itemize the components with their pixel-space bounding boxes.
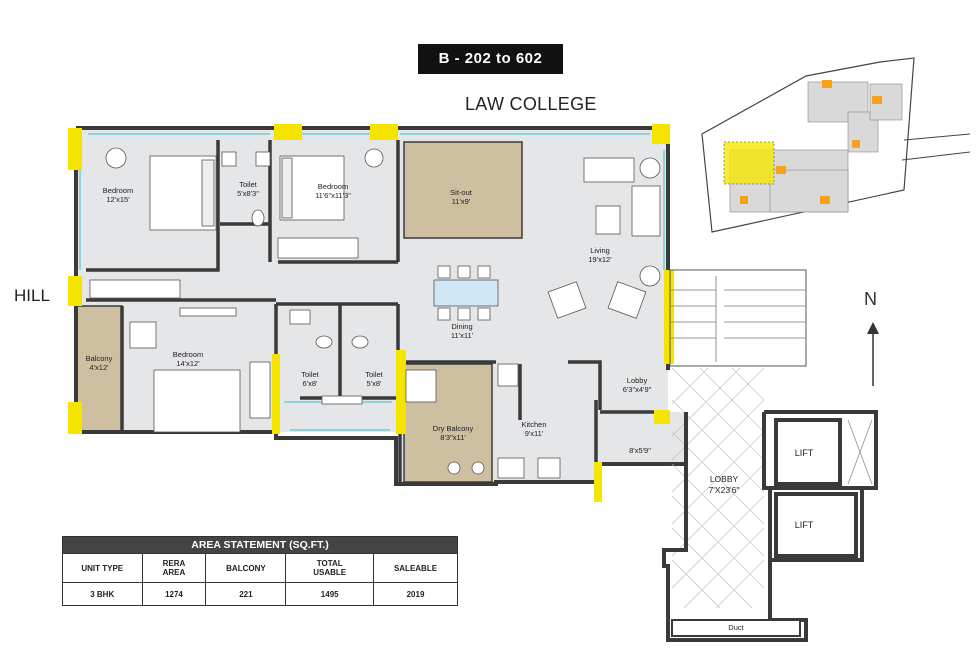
header-balcony: BALCONY bbox=[205, 553, 287, 583]
duct-label: Duct bbox=[728, 623, 744, 632]
north-arrow-icon bbox=[867, 322, 879, 386]
sitout-area bbox=[403, 141, 523, 239]
room-utility: 8'x5'9" bbox=[629, 446, 651, 455]
cell-unit-type: 3 BHK bbox=[62, 582, 143, 606]
direction-top-label: LAW COLLEGE bbox=[465, 94, 597, 114]
cell-balcony: 221 bbox=[205, 582, 287, 606]
utility-floor bbox=[596, 412, 686, 464]
wall-highlights bbox=[68, 124, 674, 502]
unit-tag: B - 202 to 602 bbox=[418, 44, 563, 74]
lift-1: LIFT bbox=[794, 448, 814, 458]
lift-2: LIFT bbox=[794, 520, 814, 530]
direction-left-label: HILL bbox=[14, 286, 50, 305]
key-plan bbox=[701, 57, 971, 233]
interior-walls bbox=[86, 140, 668, 484]
north-label: N bbox=[864, 289, 877, 309]
cell-rera-area: 1274 bbox=[141, 582, 207, 606]
cell-saleable: 2019 bbox=[373, 582, 458, 606]
common-area bbox=[662, 269, 878, 642]
furniture bbox=[89, 147, 661, 479]
header-saleable: SALEABLE bbox=[373, 553, 458, 583]
header-unit-type: UNIT TYPE bbox=[62, 553, 143, 583]
header-rera-area: RERA AREA bbox=[141, 553, 207, 583]
header-total-usable: TOTAL USABLE bbox=[285, 553, 374, 583]
cell-total-usable: 1495 bbox=[285, 582, 374, 606]
area-statement-table: AREA STATEMENT (SQ.FT.) UNIT TYPE RERA A… bbox=[62, 536, 458, 606]
area-statement-title: AREA STATEMENT (SQ.FT.) bbox=[62, 536, 458, 554]
